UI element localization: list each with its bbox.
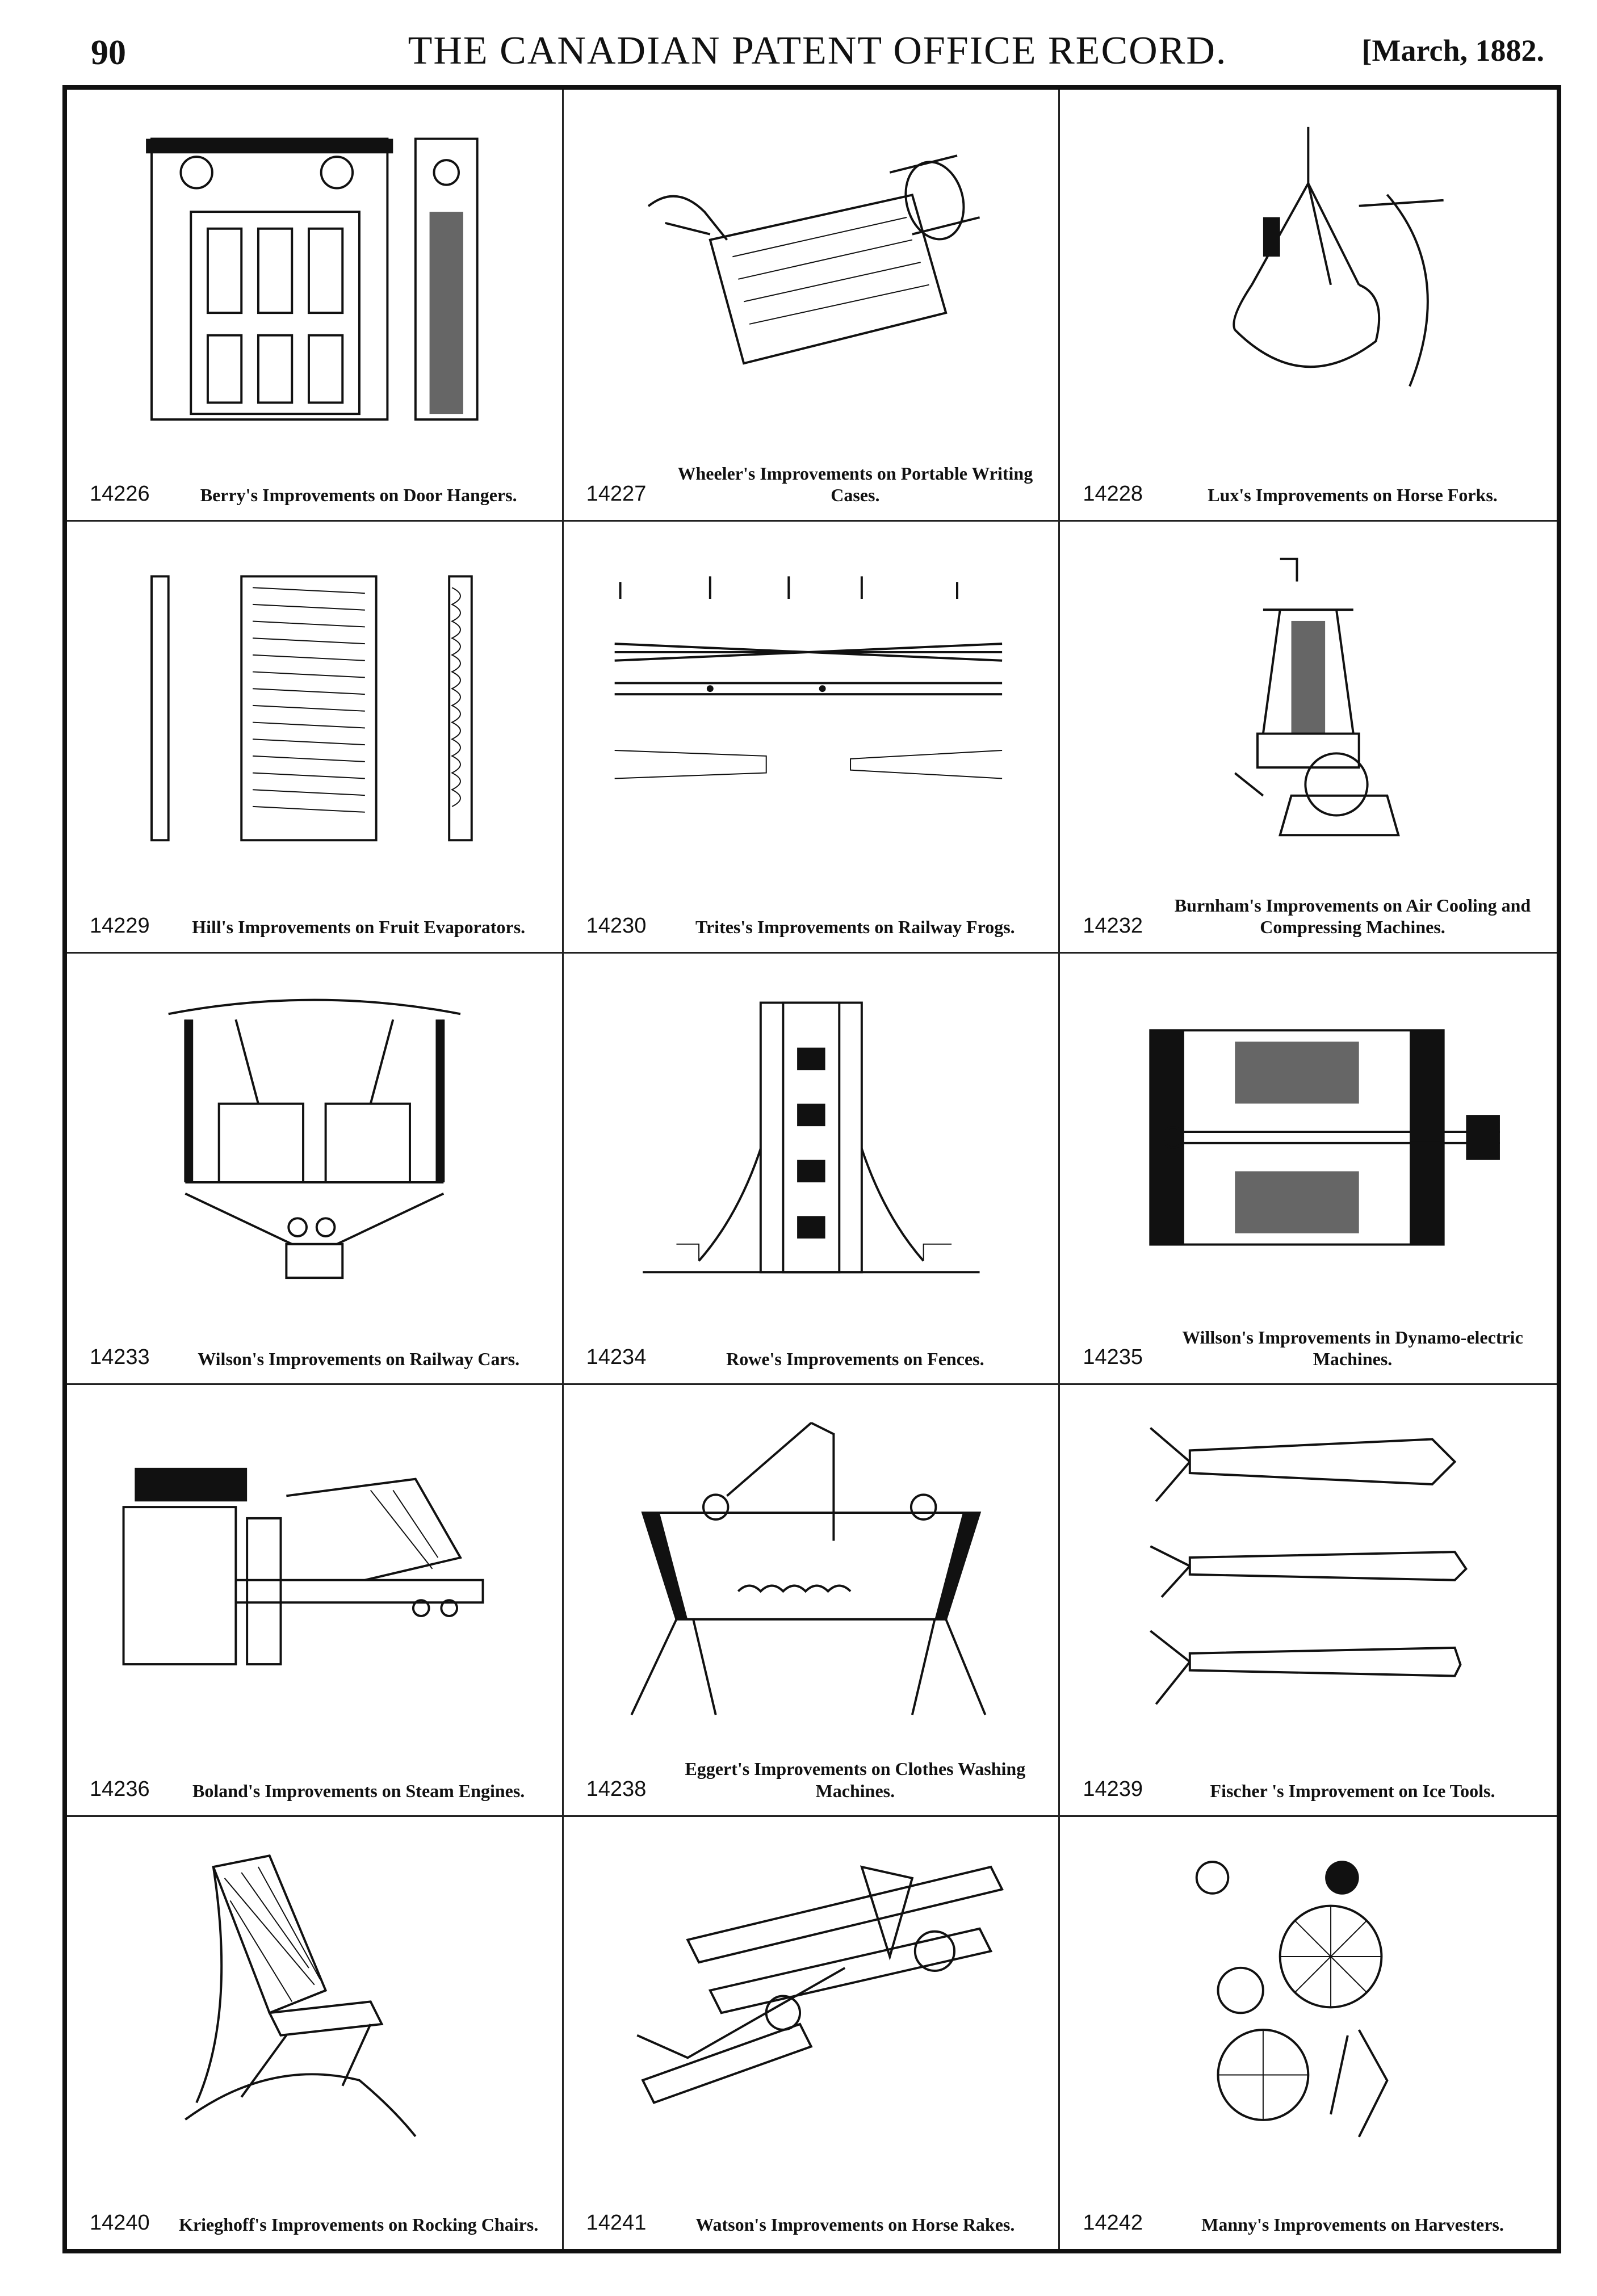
patent-cell: 14230 Trites's Improvements on Railway F… [563,521,1061,954]
railway-car-drawing [101,976,528,1299]
horse-fork-drawing [1094,112,1523,435]
horse-rake-drawing [598,1840,1025,2164]
patent-cell: 14239 Fischer 's Improvement on Ice Tool… [1060,1385,1557,1818]
patent-number: 14236 [90,1777,150,1802]
patent-title: Boland's Improvements on Steam Engines. [192,1780,525,1801]
patent-number: 14229 [90,913,150,938]
patent-title: Rowe's Improvements on Fences. [726,1349,984,1369]
patent-cell: 14229 Hill's Improvements on Fruit Evapo… [67,521,564,954]
patent-number: 14233 [90,1345,150,1370]
patent-number: 14226 [90,481,150,506]
ice-tool-drawing [1094,1408,1523,1730]
patent-number: 14240 [90,2210,150,2235]
patent-title: Wilson's Improvements on Railway Cars. [198,1349,520,1369]
patent-title: Hill's Improvements on Fruit Evaporators… [192,917,526,938]
page-header: 90 THE CANADIAN PATENT OFFICE RECORD. [M… [91,23,1544,85]
railway-frog-drawing [598,544,1025,867]
patent-cell: 14236 Boland's Improvements on Steam Eng… [67,1385,564,1818]
washing-machine-drawing [598,1408,1025,1730]
patent-number: 14242 [1083,2210,1143,2235]
patent-title: Berry's Improvements on Door Hangers. [200,485,517,506]
harvester-drawing [1094,1840,1523,2164]
patent-cell: 14227 Wheeler's Improvements on Portable… [563,90,1061,522]
patent-number: 14235 [1083,1345,1143,1370]
patent-number: 14234 [586,1345,647,1370]
patent-grid: 14226 Berry's Improvements on Door Hange… [67,90,1557,2249]
fence-drawing [598,976,1025,1299]
issue-date: [March, 1882. [1361,33,1544,68]
patent-title: Watson's Improvements on Horse Rakes. [695,2214,1015,2235]
patent-title: Wheeler's Improvements on Portable Writi… [677,463,1033,506]
patent-title: Krieghoff's Improvements on Rocking Chai… [179,2214,539,2235]
patent-cell: 14234 Rowe's Improvements on Fences. [563,953,1061,1386]
journal-title: THE CANADIAN PATENT OFFICE RECORD. [408,29,1227,73]
air-compressor-drawing [1094,544,1523,867]
patent-title: Fischer 's Improvement on Ice Tools. [1210,1780,1495,1801]
patent-cell: 14241 Watson's Improvements on Horse Rak… [564,1817,1061,2249]
patent-cell: 14238 Eggert's Improvements on Clothes W… [563,1385,1061,1818]
patent-cell: 14232 Burnham's Improvements on Air Cool… [1060,522,1557,954]
fruit-evaporator-drawing [101,544,528,867]
patent-cell: 14242 Manny's Improvements on Harvesters… [1060,1817,1557,2249]
patent-title: Eggert's Improvements on Clothes Washing… [685,1758,1026,1801]
patent-number: 14230 [586,913,647,938]
patent-title: Trites's Improvements on Railway Frogs. [695,917,1015,938]
door-hanger-drawing [101,112,528,435]
patent-cell: 14235 Willson's Improvements in Dynamo-e… [1060,954,1557,1386]
steam-engine-drawing [101,1408,528,1730]
patent-cell: 14233 Wilson's Improvements on Railway C… [67,953,564,1386]
page-number: 90 [91,33,126,72]
patent-number: 14238 [586,1777,647,1802]
patent-title: Willson's Improvements in Dynamo-electri… [1182,1327,1523,1369]
patent-cell: 14240 Krieghoff's Improvements on Rockin… [67,1817,564,2249]
writing-case-drawing [598,112,1025,435]
patent-number: 14239 [1083,1777,1143,1802]
patent-number: 14228 [1083,481,1143,506]
patent-number: 14227 [586,481,647,506]
patent-title: Lux's Improvements on Horse Forks. [1208,485,1498,506]
patent-cell: 14226 Berry's Improvements on Door Hange… [67,90,564,522]
patent-plate: 14226 Berry's Improvements on Door Hange… [62,85,1561,2253]
patent-number: 14241 [586,2210,647,2235]
dynamo-drawing [1094,976,1523,1299]
patent-cell: 14228 Lux's Improvements on Horse Forks. [1060,90,1557,522]
patent-number: 14232 [1083,913,1143,938]
patent-title: Burnham's Improvements on Air Cooling an… [1174,895,1531,938]
patent-title: Manny's Improvements on Harvesters. [1201,2214,1504,2235]
rocking-chair-drawing [101,1840,528,2164]
